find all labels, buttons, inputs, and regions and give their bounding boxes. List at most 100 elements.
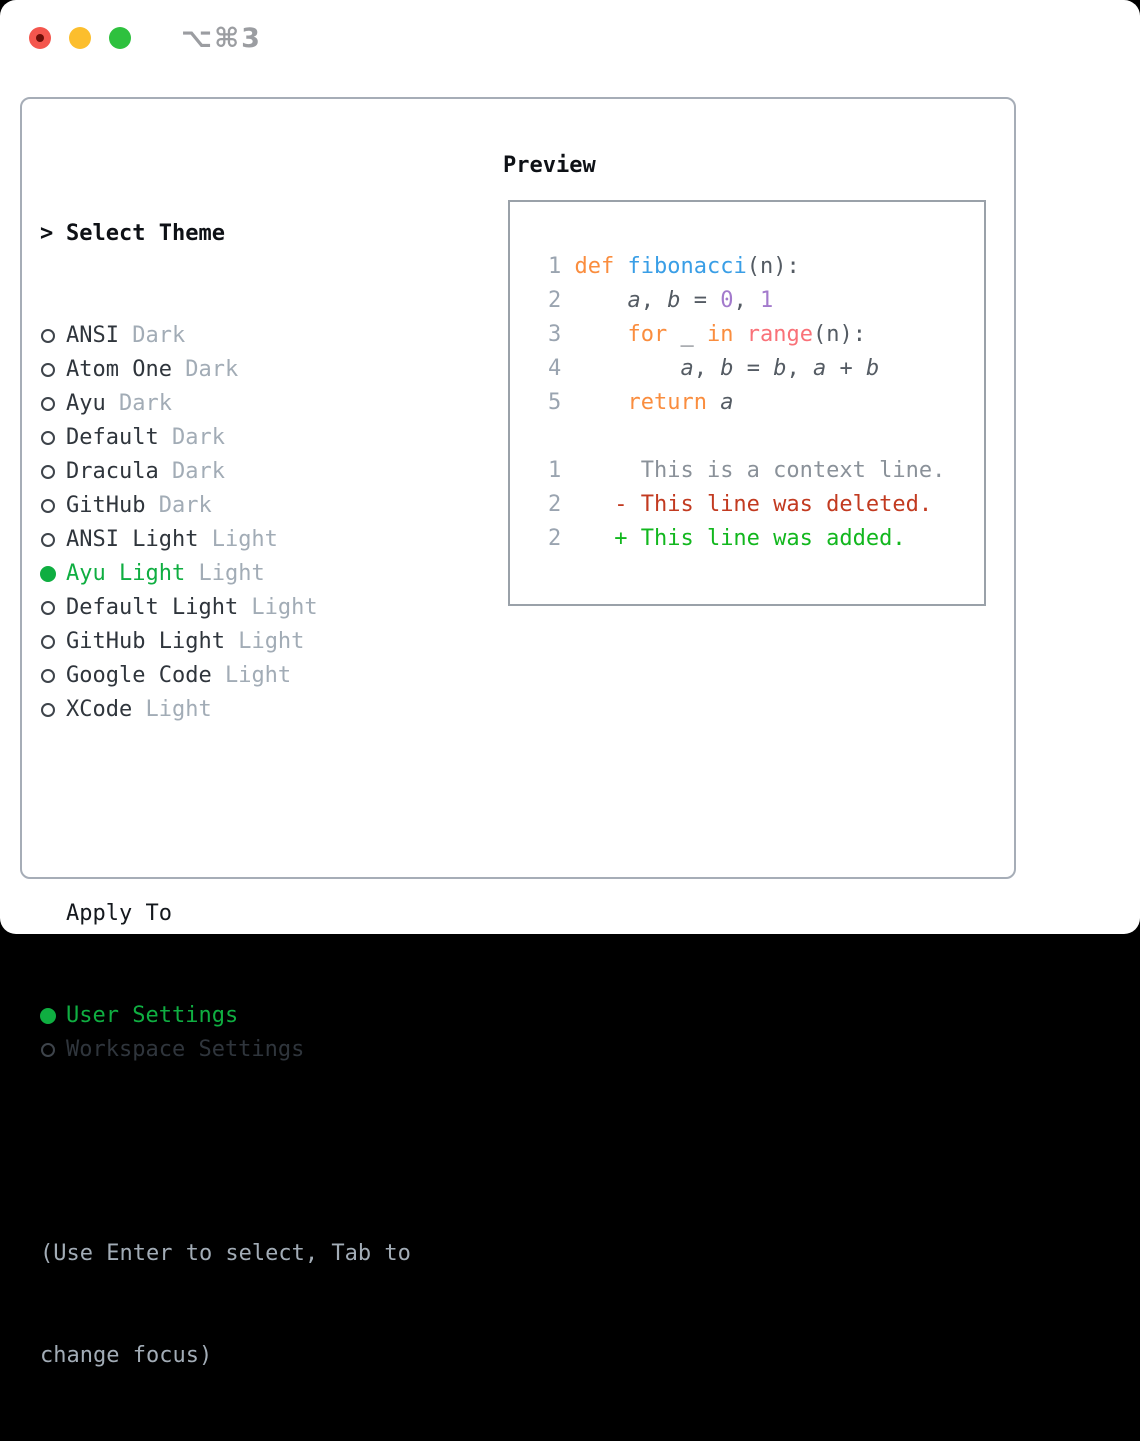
radio-circle <box>41 397 55 411</box>
code-token: a <box>680 356 694 381</box>
option-variant-label: Light <box>238 595 318 620</box>
blank-line <box>548 420 945 454</box>
theme-option-atom-one[interactable]: Atom One Dark <box>40 353 411 387</box>
option-variant-label: Dark <box>105 391 172 416</box>
focus-cursor-icon: > <box>40 221 54 246</box>
code-token: , <box>733 288 760 313</box>
option-variant-label: Light <box>198 527 278 552</box>
code-token <box>707 390 720 415</box>
diff-text: + This line was added. <box>561 526 906 551</box>
line-number: 2 <box>548 526 562 551</box>
apply-to-indent <box>40 897 66 931</box>
line-number: 2 <box>548 492 562 517</box>
code-token: a <box>720 390 734 415</box>
radio-circle <box>41 703 55 717</box>
radio-circle <box>41 533 55 547</box>
code-token <box>575 390 628 415</box>
code-token <box>733 322 746 347</box>
option-label: Workspace Settings <box>66 1037 305 1062</box>
code-token: b <box>720 356 734 381</box>
code-preview: 1 def fibonacci(n): 2 a, b = 0, 1 3 for _ … <box>548 250 945 556</box>
theme-option-ansi-light[interactable]: ANSI Light Light <box>40 523 411 557</box>
radio-circle <box>41 465 55 479</box>
option-variant-label: Dark <box>158 459 225 484</box>
code-token: in <box>706 322 734 347</box>
radio-icon <box>40 489 66 523</box>
radio-circle <box>41 601 55 615</box>
code-token: return <box>627 390 707 415</box>
code-token: range <box>746 322 813 347</box>
option-label: XCode <box>66 697 133 722</box>
code-token: b <box>773 356 787 381</box>
theme-option-xcode[interactable]: XCode Light <box>40 693 411 727</box>
option-variant-label: Dark <box>171 357 239 382</box>
radio-icon <box>40 523 66 557</box>
code-token: for <box>627 322 668 347</box>
spacer <box>40 1135 411 1169</box>
radio-circle <box>41 1043 55 1057</box>
line-number: 1 <box>548 458 562 483</box>
theme-option-google-code[interactable]: Google Code Light <box>40 659 411 693</box>
radio-selected-icon <box>40 557 66 591</box>
radio-circle <box>40 566 56 582</box>
radio-icon <box>40 387 66 421</box>
option-variant-label: Light <box>224 629 305 654</box>
code-token: = <box>733 356 774 381</box>
apply-option-workspace-settings[interactable]: Workspace Settings <box>40 1033 411 1067</box>
code-token: a <box>627 288 641 313</box>
code-token: , <box>693 356 721 381</box>
code-token: (n): <box>746 254 800 279</box>
apply-option-user-settings[interactable]: User Settings <box>40 999 411 1033</box>
code-token: = <box>680 288 721 313</box>
diff-text: This is a context line. <box>561 458 946 483</box>
diff-line-deleted: 2 - This line was deleted. <box>548 488 945 522</box>
radio-circle <box>40 1008 56 1024</box>
theme-option-github-light[interactable]: GitHub Light Light <box>40 625 411 659</box>
radio-icon <box>40 659 66 693</box>
code-token: b <box>865 356 880 381</box>
option-variant-label: Dark <box>158 425 225 450</box>
theme-option-ansi[interactable]: ANSI Dark <box>40 319 411 353</box>
code-line-1: 1 def fibonacci(n): <box>548 250 945 284</box>
option-label: Google Code <box>66 663 212 688</box>
code-line-5: 5 return a <box>548 386 945 420</box>
close-button[interactable] <box>29 27 51 49</box>
radio-circle <box>41 635 55 649</box>
code-line-3: 3 for _ in range(n): <box>548 318 945 352</box>
theme-option-ayu-light[interactable]: Ayu Light Light <box>40 557 411 591</box>
theme-option-default-light[interactable]: Default Light Light <box>40 591 411 625</box>
line-number: 2 <box>548 288 562 313</box>
theme-option-dracula[interactable]: Dracula Dark <box>40 455 411 489</box>
option-label: ANSI Light <box>66 527 199 552</box>
option-label: GitHub Light <box>66 629 225 654</box>
option-label: Dracula <box>66 459 159 484</box>
code-token: _ <box>667 322 707 347</box>
zoom-button[interactable] <box>109 27 131 49</box>
theme-option-ayu[interactable]: Ayu Dark <box>40 387 411 421</box>
code-token: 0 <box>720 288 734 313</box>
code-token: def <box>574 254 615 279</box>
code-token <box>575 322 628 347</box>
option-variant-label: Light <box>132 697 212 722</box>
option-label: Ayu Light <box>66 561 186 586</box>
code-token <box>614 254 627 279</box>
keyboard-shortcut-label: ⌥⌘3 <box>181 22 262 54</box>
option-label: Default Light <box>66 595 239 620</box>
titlebar: ⌥⌘3 <box>29 23 262 54</box>
diff-line-context: 1 This is a context line. <box>548 454 945 488</box>
close-button-dot-icon <box>36 34 44 42</box>
minimize-button[interactable] <box>69 27 91 49</box>
select-theme-title: Select Theme <box>66 221 225 246</box>
radio-circle <box>41 363 55 377</box>
option-variant-label: Dark <box>145 493 212 518</box>
hint-line-2: change focus) <box>40 1343 213 1368</box>
radio-circle <box>41 431 55 445</box>
radio-icon <box>40 421 66 455</box>
radio-icon <box>40 591 66 625</box>
code-line-4: 4 a, b = b, a + b <box>548 352 945 386</box>
radio-icon <box>40 1033 66 1067</box>
theme-option-default[interactable]: Default Dark <box>40 421 411 455</box>
theme-option-github[interactable]: GitHub Dark <box>40 489 411 523</box>
radio-icon <box>40 625 66 659</box>
